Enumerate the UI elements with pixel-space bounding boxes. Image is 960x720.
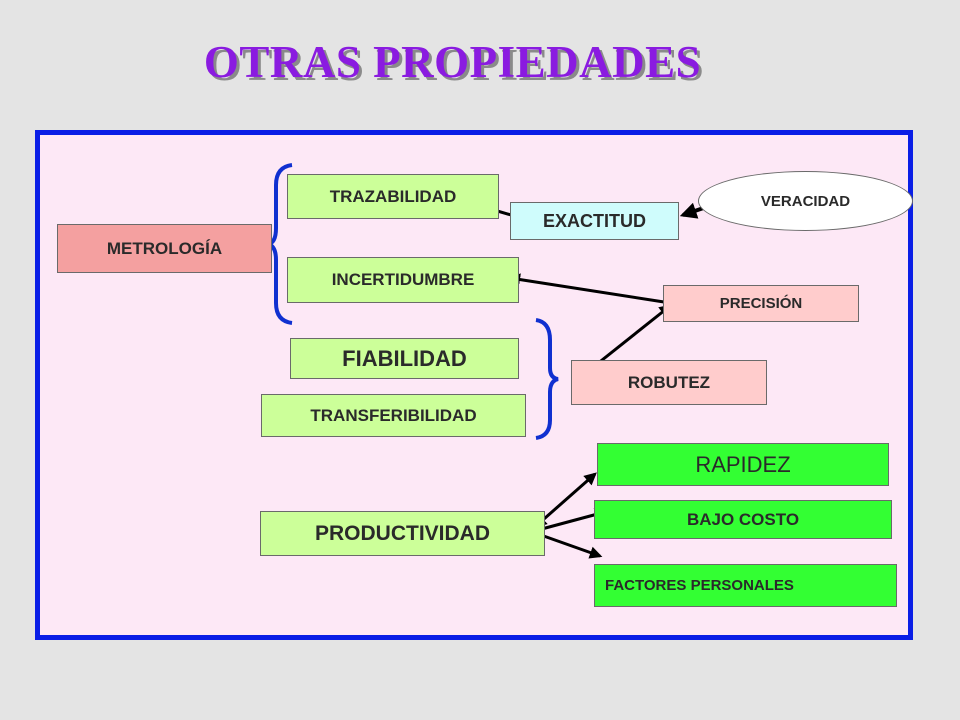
arrow-productividad-factores (537, 532, 603, 559)
page-title: OTRAS PROPIEDADES (203, 37, 702, 87)
node-trazabilidad: TRAZABILIDAD (287, 174, 499, 219)
node-productividad: PRODUCTIVIDAD (260, 511, 545, 556)
node-transferibilidad: TRANSFERIBILIDAD (261, 394, 526, 437)
node-metrologia: METROLOGÍA (57, 224, 272, 273)
arrow-productividad-rapidez (534, 472, 597, 528)
node-incertidumbre: INCERTIDUMBRE (287, 257, 519, 303)
node-rapidez: RAPIDEZ (597, 443, 889, 486)
node-fiabilidad: FIABILIDAD (290, 338, 519, 379)
node-veracidad: VERACIDAD (698, 171, 913, 231)
brace-fiabilidad (535, 318, 559, 440)
node-robutez: ROBUTEZ (571, 360, 767, 405)
arrow-precision-incertidumbre (507, 273, 665, 304)
node-factores-personales: FACTORES PERSONALES (594, 564, 897, 607)
node-bajo-costo: BAJO COSTO (594, 500, 892, 539)
node-precision: PRECISIÓN (663, 285, 859, 322)
node-exactitud: EXACTITUD (510, 202, 679, 240)
arrow-productividad-bajo-costo (537, 508, 608, 532)
